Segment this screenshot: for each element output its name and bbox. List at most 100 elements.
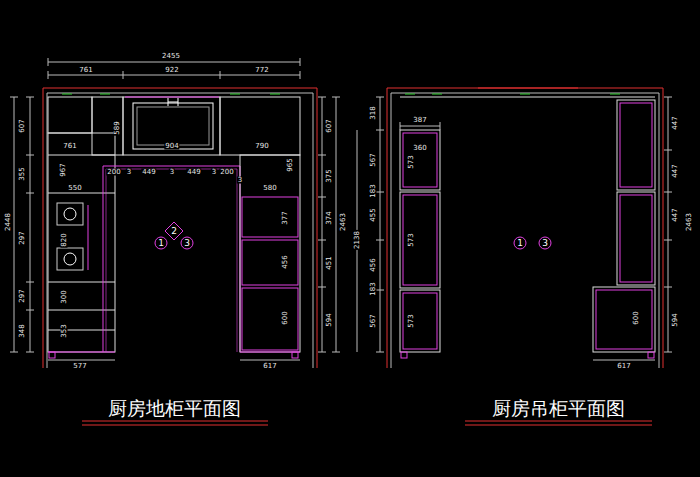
dimension-text: 589 — [114, 120, 121, 135]
dimension-line — [48, 58, 300, 79]
dimension-text: 318 — [370, 105, 377, 120]
burner — [64, 208, 76, 220]
cabinet — [48, 97, 92, 133]
dimension-text: 374 — [326, 210, 333, 225]
dimension-text: 594 — [672, 312, 679, 327]
dimension-text: 567 — [370, 313, 377, 328]
dimension-text: 550 — [67, 185, 82, 192]
foot — [401, 352, 407, 358]
wall-cabinet — [400, 290, 440, 352]
counter-edge — [103, 166, 240, 352]
callout-number: 1 — [158, 239, 164, 248]
wall-mark — [405, 94, 620, 95]
dimension-text: 455 — [370, 207, 377, 222]
wall-cabinet — [400, 130, 440, 190]
dimension-text: 617 — [262, 363, 277, 370]
dimension-text: 297 — [19, 230, 26, 245]
dimension-text: 580 — [262, 185, 277, 192]
dimension-text: 567 — [370, 152, 377, 167]
dimension-text: 607 — [19, 118, 26, 133]
wall-line — [387, 88, 663, 368]
dimension-text: 820 — [61, 232, 68, 247]
dimension-line — [593, 360, 655, 361]
dimension-text: 183 — [370, 183, 377, 198]
room-line — [391, 93, 659, 368]
plinth — [48, 352, 300, 353]
callout-circle — [155, 237, 167, 249]
cabinet-run — [240, 155, 300, 352]
dimension-text: 2455 — [161, 53, 181, 60]
callout-number: 3 — [184, 239, 190, 248]
callout-circle — [514, 237, 526, 249]
dimension-text: 375 — [326, 168, 333, 183]
dimension-text: 456 — [282, 254, 289, 269]
dimension-text: 573 — [408, 313, 415, 328]
dimension-text: 772 — [254, 67, 269, 74]
dimension-text: 573 — [408, 154, 415, 169]
counter-edge — [106, 169, 237, 352]
dimension-text: 297 — [19, 288, 26, 303]
dimension-text: 353 — [61, 323, 68, 338]
drawer — [242, 197, 298, 237]
dimension-text: 360 — [412, 145, 427, 152]
dimension-text: 967 — [60, 162, 67, 177]
dimension-text: 449 — [186, 169, 201, 176]
callout-circle — [181, 237, 193, 249]
dimension-text: 594 — [326, 312, 333, 327]
cabinet — [92, 97, 123, 155]
dimension-text: 761 — [78, 67, 93, 74]
dimension-text: 3 — [169, 169, 175, 176]
cabinet-shelf — [620, 195, 652, 282]
dimension-text: 449 — [141, 169, 156, 176]
dimension-text: 447 — [672, 207, 679, 222]
dimension-text: 3 — [237, 177, 243, 184]
window — [478, 88, 578, 89]
dimension-text: 790 — [254, 143, 269, 150]
sink-basin — [137, 107, 209, 145]
ceiling-line — [400, 97, 655, 98]
cabinet-shelf — [403, 133, 437, 187]
hob — [57, 248, 83, 270]
drawing-caption: 厨房吊柜平面图 — [490, 399, 627, 418]
cabinet — [220, 97, 300, 155]
dimension-text: 577 — [72, 363, 87, 370]
dimension-text: 600 — [282, 310, 289, 325]
faucet — [168, 98, 178, 106]
dimension-text: 600 — [633, 310, 640, 325]
dimension-line — [318, 97, 340, 352]
sink — [133, 103, 213, 149]
dimension-text: 348 — [19, 323, 26, 338]
cabinet-divider — [48, 155, 115, 330]
dimension-text: 200 — [106, 169, 121, 176]
dimension-text: 456 — [370, 257, 377, 272]
drawer — [242, 240, 298, 285]
callout-diamond — [165, 222, 183, 240]
tall-cabinet — [593, 287, 655, 352]
dimension-text: 2463 — [686, 212, 693, 232]
foot — [49, 352, 55, 358]
cabinet-shelf — [620, 103, 652, 187]
dimension-text: 447 — [672, 115, 679, 130]
drawer — [242, 288, 298, 350]
dimension-line — [357, 97, 384, 352]
cabinet-shelf — [403, 195, 437, 285]
dimension-text: 183 — [370, 281, 377, 296]
dimension-text: 573 — [408, 232, 415, 247]
wall-cabinet — [617, 100, 655, 190]
dimension-text: 965 — [287, 157, 294, 172]
callout-circle — [539, 237, 551, 249]
wall-cabinet — [617, 192, 655, 285]
dimension-text: 2138 — [354, 230, 361, 250]
foot — [292, 352, 298, 358]
hob-edge — [88, 205, 89, 270]
cabinet-shelf — [403, 293, 437, 349]
wall-line — [43, 88, 317, 368]
dimension-text: 200 — [219, 169, 234, 176]
dimension-line — [10, 97, 34, 352]
sink-cabinet — [123, 97, 220, 155]
cabinet-shelf — [596, 290, 652, 349]
sink-edge — [125, 97, 219, 98]
burner — [64, 253, 76, 265]
dimension-text: 2463 — [340, 212, 347, 232]
